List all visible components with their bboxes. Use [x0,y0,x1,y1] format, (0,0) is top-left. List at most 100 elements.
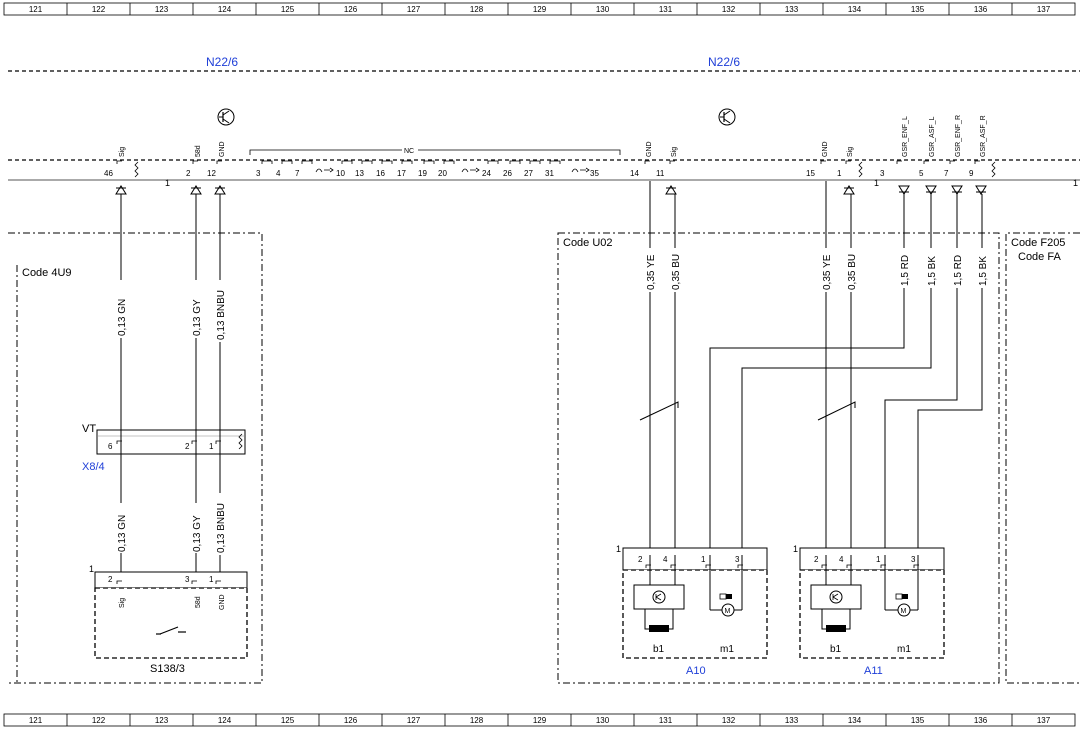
svg-text:0,13 GY: 0,13 GY [192,515,203,552]
left-wire-labels: 0,13 GN 0,13 GY 0,13 BNBU 0,13 GN 0,13 G… [115,280,227,555]
grid-column-label: 127 [407,5,421,14]
grid-column-label: 135 [911,716,925,725]
svg-text:7: 7 [295,169,300,178]
grid-column-label: 128 [470,716,484,725]
svg-text:9: 9 [969,169,974,178]
connector-pin-12: 12 GND [207,141,226,178]
svg-text:16: 16 [376,169,385,178]
grid-column-label: 128 [470,5,484,14]
module-label-right: N22/6 [708,55,740,69]
connector-block-start-right: 1 [874,178,879,188]
svg-text:5: 5 [919,169,924,178]
svg-text:10: 10 [336,169,345,178]
nc-pin-numbers: 3 4 7 10 13 16 17 19 20 24 26 27 31 35 [256,160,599,178]
a11-label: A11 [864,665,883,677]
svg-text:GND: GND [219,594,226,610]
svg-text:4: 4 [663,555,668,564]
grid-column-label: 127 [407,716,421,725]
svg-text:1,5 RD: 1,5 RD [900,255,911,286]
svg-text:2: 2 [186,169,191,178]
svg-text:27: 27 [524,169,533,178]
connector-pin-9: 9 GSR_ASF_R [969,115,996,178]
x8-4-label: X8/4 [82,461,105,473]
svg-text:M: M [901,608,907,615]
s138-3-label: S138/3 [150,663,185,675]
svg-text:46: 46 [104,169,113,178]
svg-text:15: 15 [806,169,815,178]
grid-column-label: 129 [533,5,547,14]
svg-text:0,35 YE: 0,35 YE [822,254,833,290]
svg-text:GSR_ASF_R: GSR_ASF_R [980,115,987,157]
svg-text:GND: GND [822,141,829,157]
code-4u9-boundary [8,232,263,684]
grid-column-label: 126 [344,716,358,725]
svg-text:1: 1 [616,544,621,554]
svg-text:4: 4 [276,169,281,178]
grid-column-label: 125 [281,716,295,725]
grid-column-label: 131 [659,716,673,725]
svg-text:31: 31 [545,169,554,178]
svg-text:58d: 58d [195,145,202,157]
svg-text:b1: b1 [830,644,842,655]
svg-text:3: 3 [185,575,190,584]
grid-column-label: 134 [848,5,862,14]
svg-text:2: 2 [108,575,113,584]
svg-text:VT: VT [82,423,96,435]
svg-text:2: 2 [814,555,819,564]
sensor-icon [810,584,862,632]
svg-text:M: M [725,608,731,615]
grid-column-label: 121 [29,5,43,14]
motor-icon: M [884,593,918,617]
svg-text:2: 2 [638,555,643,564]
code-4u9-label: Code 4U9 [22,267,72,279]
svg-text:11: 11 [656,169,665,178]
grid-column-label: 137 [1037,5,1051,14]
grid-column-label: 121 [29,716,43,725]
connector-pin-14: 14 GND [630,141,653,178]
x8-4-connector: VT 6 2 1 [82,423,246,460]
grid-column-label: 131 [659,5,673,14]
code-f205-boundary [1005,232,1080,684]
svg-text:13: 13 [355,169,364,178]
code-f205-label: Code F205 [1011,237,1065,249]
svg-text:1: 1 [876,555,881,564]
grid-column-label: 137 [1037,716,1051,725]
svg-text:0,13 GN: 0,13 GN [117,299,128,336]
svg-text:m1: m1 [897,644,911,655]
svg-text:3: 3 [880,169,885,178]
svg-text:1: 1 [89,564,94,574]
svg-text:35: 35 [590,169,599,178]
code-fa-label: Code FA [1018,251,1061,263]
connector-pin-46: 46 Sig [104,147,139,178]
grid-column-label: 122 [92,5,106,14]
s138-3-switch: 1 2 3 1 Sig 58d GND S138/3 [89,564,248,675]
svg-text:m1: m1 [720,644,734,655]
svg-text:1: 1 [209,575,214,584]
svg-text:24: 24 [482,169,491,178]
grid-column-label: 132 [722,716,736,725]
electronic-component-icon [718,108,736,126]
svg-text:0,13 GN: 0,13 GN [117,515,128,552]
svg-text:3: 3 [256,169,261,178]
grid-column-label: 133 [785,716,799,725]
svg-text:1: 1 [837,169,842,178]
grid-column-label: 130 [596,5,610,14]
connector-arrows [115,185,987,195]
svg-text:1: 1 [701,555,706,564]
svg-text:2: 2 [185,442,190,451]
svg-text:4: 4 [839,555,844,564]
svg-text:17: 17 [397,169,406,178]
svg-text:GND: GND [646,141,653,157]
code-u02-boundary [557,232,1000,684]
grid-column-label: 129 [533,716,547,725]
svg-text:12: 12 [207,169,216,178]
svg-text:0,35 BU: 0,35 BU [671,254,682,290]
switch-icon [156,626,186,635]
nc-bracket [249,149,621,155]
svg-text:6: 6 [108,442,113,451]
svg-text:0,13 GY: 0,13 GY [192,299,203,336]
svg-text:GSR_ENF_L: GSR_ENF_L [902,116,909,157]
grid-column-label: 122 [92,716,106,725]
